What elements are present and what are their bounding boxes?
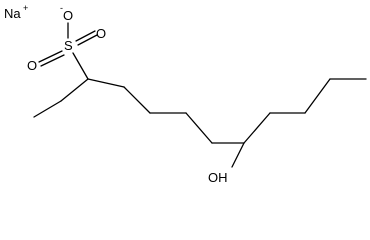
bond-c2-c3 [60, 78, 89, 102]
sodium-label: Na [4, 6, 21, 21]
bond-s-c3 [72, 52, 89, 80]
sulfur-label: S [64, 38, 73, 53]
bond-c8-oh [231, 142, 245, 168]
oxygen-double-label: O [96, 26, 106, 41]
bond-c6-c7 [185, 112, 213, 144]
bond-s-o-double-a [75, 30, 96, 42]
bond-c10-c11 [304, 78, 331, 114]
oxygen-lower-label: O [27, 58, 37, 73]
bond-c1-c2 [33, 100, 62, 118]
bond-s-o-lower-a [38, 50, 63, 63]
bond-s-o-double-b [77, 34, 98, 46]
bond-c3-c4 [87, 78, 125, 88]
bond-c4-c5 [123, 86, 151, 114]
oxygen-anion-label: O [63, 8, 73, 23]
bond-c8-c9 [243, 112, 271, 144]
bond-s-o-lower-b [40, 54, 65, 67]
hydroxyl-label: OH [208, 170, 228, 185]
sodium-hydroxydodecanesulfonate-structure: Na + O - S O O OH [4, 3, 367, 185]
oxygen-anion-charge: - [60, 3, 63, 13]
sodium-charge: + [23, 3, 28, 13]
